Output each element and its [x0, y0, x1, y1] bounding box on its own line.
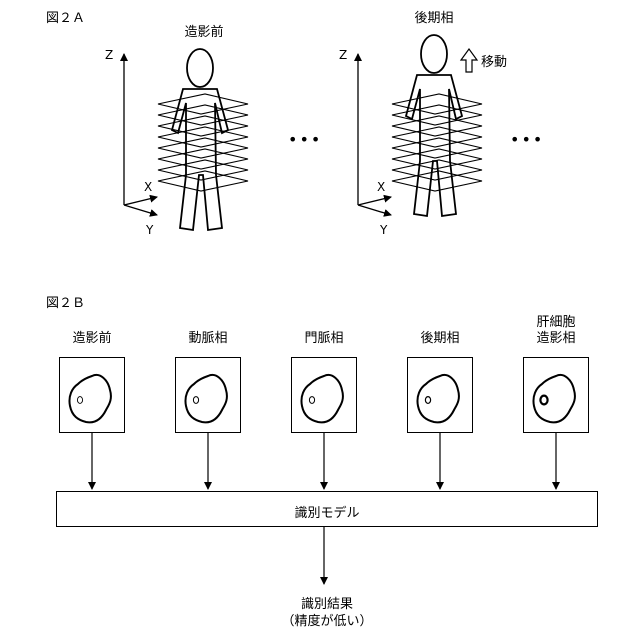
phase-label-pre-contrast: 造影前 — [72, 331, 111, 346]
slice-plane — [392, 171, 482, 191]
panel-pre-contrast — [59, 357, 125, 433]
identification-result: 識別結果 （精度が低い） — [281, 596, 372, 630]
panel-late — [407, 357, 473, 433]
axes-right — [358, 54, 391, 215]
panel-portal — [291, 357, 357, 433]
identification-model-label: 識別モデル — [57, 502, 597, 521]
panel-arrows — [92, 433, 556, 489]
movement-arrow-icon — [461, 49, 477, 72]
phase-label-hepatobiliary-1: 肝細胞 — [536, 315, 575, 330]
phase-label-portal: 門脈相 — [304, 331, 343, 346]
identification-model-box: 識別モデル — [56, 491, 598, 527]
result-note: （精度が低い） — [281, 613, 372, 630]
axes-left — [124, 54, 157, 215]
phase-label-arterial: 動脈相 — [188, 331, 227, 346]
phase-label-late: 後期相 — [420, 331, 459, 346]
panel-hepatobiliary — [523, 357, 589, 433]
phase-label-hepatobiliary-2: 造影相 — [536, 331, 575, 346]
panel-arterial — [175, 357, 241, 433]
human-figure-right — [406, 35, 462, 216]
result-title: 識別結果 — [281, 596, 372, 613]
